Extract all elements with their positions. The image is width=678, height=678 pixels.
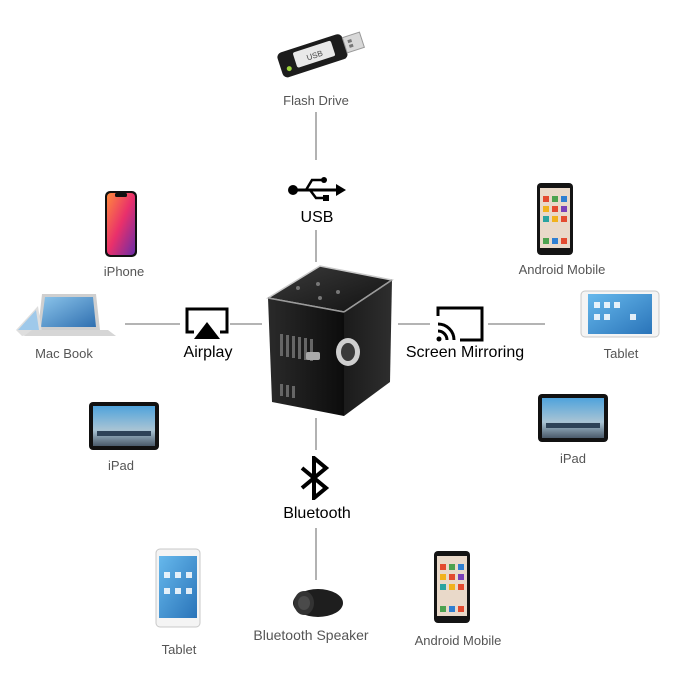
label-usb: USB [300, 209, 334, 226]
tablet-right-image [580, 290, 660, 338]
label-tablet-right: Tablet [603, 346, 639, 361]
label-flash-drive: Flash Drive [283, 93, 349, 108]
label-mac-book: Mac Book [35, 346, 93, 361]
ipad-left-image [89, 402, 159, 450]
label-screen-mirroring: Screen Mirroring [405, 344, 525, 361]
airplay-icon [185, 307, 229, 339]
tablet-bottom-image [155, 548, 201, 628]
label-bt-speaker: Bluetooth Speaker [253, 627, 369, 643]
usb-icon [288, 177, 346, 201]
label-android-top: Android Mobile [518, 262, 606, 277]
ipad-right-image [538, 394, 608, 442]
label-ipad-right: iPad [559, 451, 587, 466]
cast-icon [436, 306, 484, 342]
label-android-bottom: Android Mobile [414, 633, 502, 648]
label-ipad-left: iPad [107, 458, 135, 473]
flash-drive-image: USB [277, 31, 365, 78]
projector-image [265, 265, 394, 416]
android-bottom-image [434, 551, 470, 623]
android-top-image [537, 183, 573, 255]
macbook-image [16, 294, 116, 336]
label-bluetooth: Bluetooth [283, 505, 351, 522]
label-iphone: iPhone [103, 264, 145, 279]
label-tablet-bottom: Tablet [161, 642, 197, 657]
label-airplay: Airplay [183, 344, 233, 361]
iphone-image [105, 191, 137, 257]
bt-speaker-image [293, 589, 343, 617]
bluetooth-icon [300, 456, 330, 500]
